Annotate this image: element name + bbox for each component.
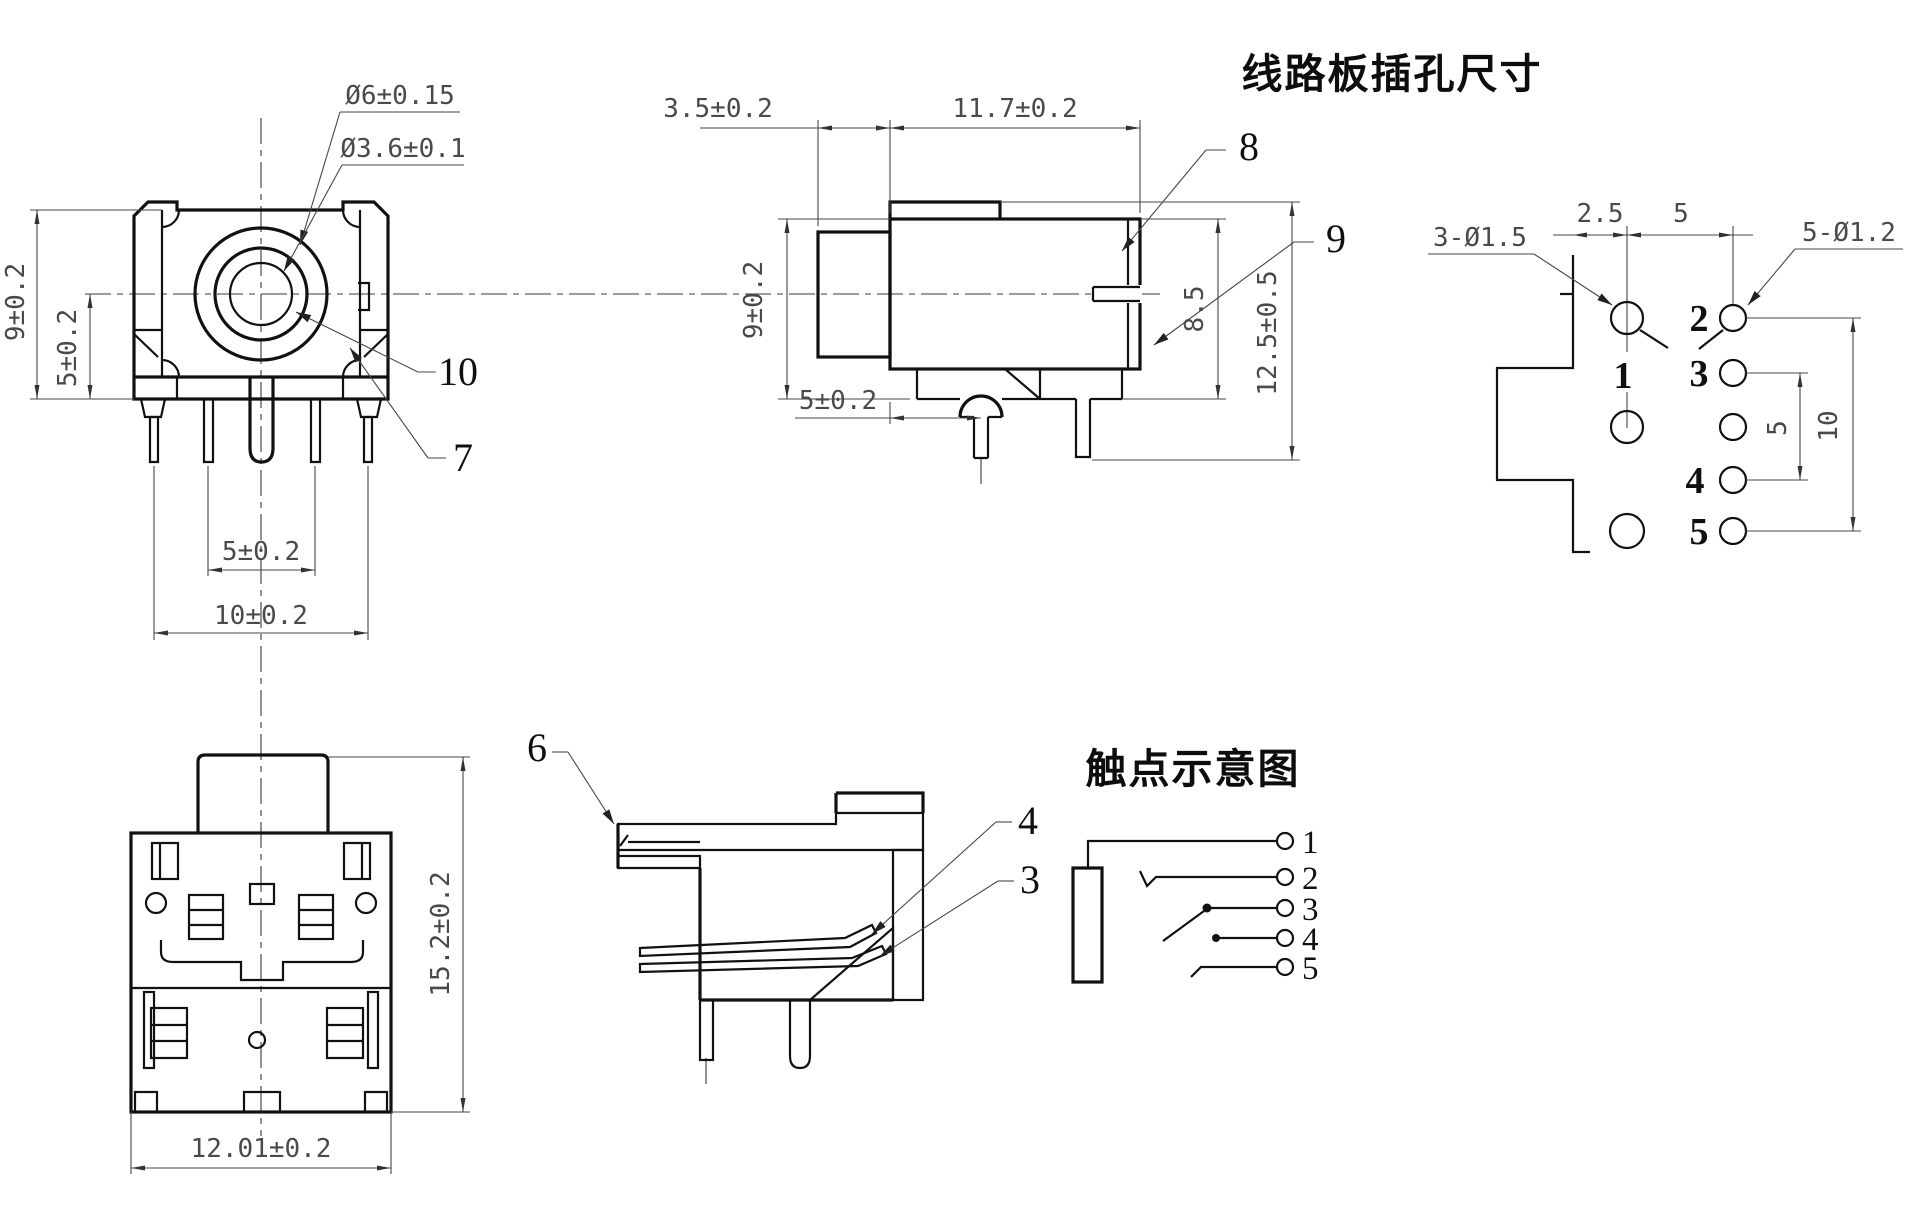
hole-small-2 — [1718, 358, 1748, 388]
pcb-pin-2: 2 — [1690, 298, 1709, 340]
hole-small-1 — [1718, 303, 1748, 333]
ref-label-4: 4 — [1018, 798, 1038, 843]
dim-side-height: 9±0.2 — [739, 261, 769, 339]
pcb-pin-3: 3 — [1690, 353, 1709, 395]
dim-pcb-5-right: 5 — [1763, 420, 1793, 436]
schematic-title: 触点示意图 — [1086, 745, 1301, 793]
dim-bottom-height: 15.2±0.2 — [426, 871, 456, 996]
ref-label-7: 7 — [453, 435, 473, 480]
hole-small-5 — [1718, 516, 1748, 546]
hole-large-3 — [1608, 512, 1646, 550]
dim-total-height: 12.5±0.5 — [1253, 270, 1283, 395]
dim-bottom-width: 12.01±0.2 — [191, 1134, 332, 1164]
dim-inner-height: 8.5 — [1180, 286, 1210, 333]
terminal-5: 5 — [1302, 951, 1319, 987]
terminal-2: 2 — [1302, 861, 1319, 897]
front-view-dimensions: 9±0.2 5±0.2 5±0.2 10±0.2 Ø6±0.15 Ø3.6±0.… — [1, 81, 478, 640]
jack-ring-outer — [193, 226, 329, 362]
terminal-4: 4 — [1302, 922, 1319, 958]
pcb-title: 线路板插孔尺寸 — [1242, 50, 1543, 98]
bottom-view-dimensions: 15.2±0.2 12.01±0.2 — [130, 756, 470, 1174]
hole-large-1 — [1609, 300, 1645, 336]
label-large-holes: 3-Ø1.5 — [1433, 223, 1527, 253]
pcb-pin-5: 5 — [1690, 511, 1709, 553]
dim-sleeve-length: 3.5±0.2 — [663, 94, 773, 124]
hole-small-3 — [1718, 412, 1748, 442]
dim-pcb-10: 10 — [1814, 410, 1844, 441]
dim-dia-inner: Ø3.6±0.1 — [340, 134, 465, 164]
jack-ring-middle — [213, 246, 309, 342]
dim-front-pins-outer: 10±0.2 — [214, 601, 308, 631]
label-small-holes: 5-Ø1.2 — [1802, 218, 1896, 248]
ref-label-6: 6 — [527, 725, 547, 770]
contact-schematic: 触点示意图 1 2 3 4 5 — [1071, 745, 1319, 987]
dim-front-pins-inner: 5±0.2 — [222, 537, 300, 567]
ref-label-3: 3 — [1020, 857, 1040, 902]
front-view — [132, 200, 390, 464]
section-view: 6 4 3 — [527, 725, 1040, 1070]
pcb-hole-view: 线路板插孔尺寸 3-Ø1.5 5-Ø1.2 2.5 5 5 — [1242, 50, 1903, 554]
ref-label-10: 10 — [438, 349, 478, 394]
dim-pcb-5-top: 5 — [1673, 199, 1689, 229]
hole-large-2 — [1609, 409, 1645, 445]
pcb-pin-4: 4 — [1686, 460, 1705, 502]
terminal-3: 3 — [1302, 892, 1319, 928]
ref-label-9: 9 — [1326, 216, 1346, 261]
plug-symbol — [1071, 866, 1104, 984]
hole-small-4 — [1718, 465, 1748, 495]
dim-dia-outer: Ø6±0.15 — [345, 81, 455, 111]
pcb-pin-1: 1 — [1614, 355, 1633, 397]
bottom-view — [129, 753, 393, 1114]
side-view-dimensions: 3.5±0.2 11.7±0.2 9±0.2 5±0.2 8.5 12.5±0.… — [663, 94, 1346, 461]
terminal-1: 1 — [1302, 825, 1319, 861]
side-view — [816, 200, 1142, 460]
dim-pcb-25: 2.5 — [1577, 199, 1624, 229]
centerlines — [85, 118, 1160, 1136]
ref-label-8: 8 — [1239, 124, 1259, 169]
dim-front-height: 9±0.2 — [1, 263, 31, 341]
dim-side-pin-pitch: 5±0.2 — [799, 386, 877, 416]
dim-front-center-height: 5±0.2 — [53, 309, 83, 387]
dim-body-width: 11.7±0.2 — [952, 94, 1077, 124]
jack-hole — [228, 261, 294, 327]
